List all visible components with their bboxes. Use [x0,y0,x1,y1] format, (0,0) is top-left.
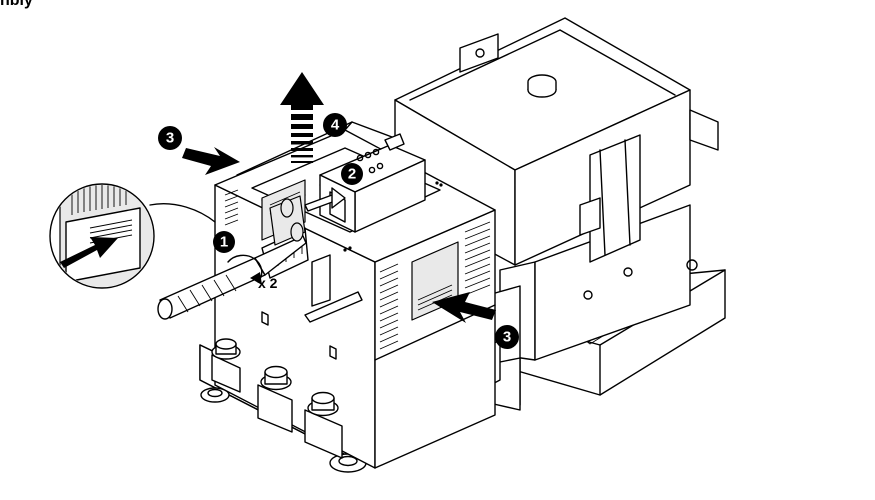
page-title: nbly [0,0,33,9]
callout-step-2: 2 [341,163,363,185]
callout-step-3-left: 3 [158,126,182,150]
accessory-plug [269,195,306,246]
arrow-step-3-left [182,147,240,175]
terminal-lug-1 [211,338,241,393]
vent-side-right [464,221,491,296]
callout-step-4-number: 4 [331,117,340,134]
zoom-inset [49,183,216,289]
arrow-step-3-right [432,292,496,323]
terminal-lug-2 [257,365,293,433]
callout-step-3-right-number: 3 [503,329,511,346]
small-arrows [304,187,346,212]
callout-step-4: 4 [323,113,347,137]
callout-step-3-left-number: 3 [166,130,174,147]
callout-step-3-right: 3 [495,325,519,349]
callout-step-1-number: 1 [220,234,228,251]
terminal-lug-3 [304,391,343,459]
callout-step-1: 1 [213,231,235,253]
vent-top-left [224,189,239,226]
arrow-inset [60,237,118,268]
contactor-body [394,17,726,411]
arrow-step-4 [280,72,324,163]
vent-side-left [379,263,399,350]
callout-step-2-number: 2 [348,166,356,183]
quantity-label: x 2 [258,275,278,291]
screwdriver [157,235,307,320]
